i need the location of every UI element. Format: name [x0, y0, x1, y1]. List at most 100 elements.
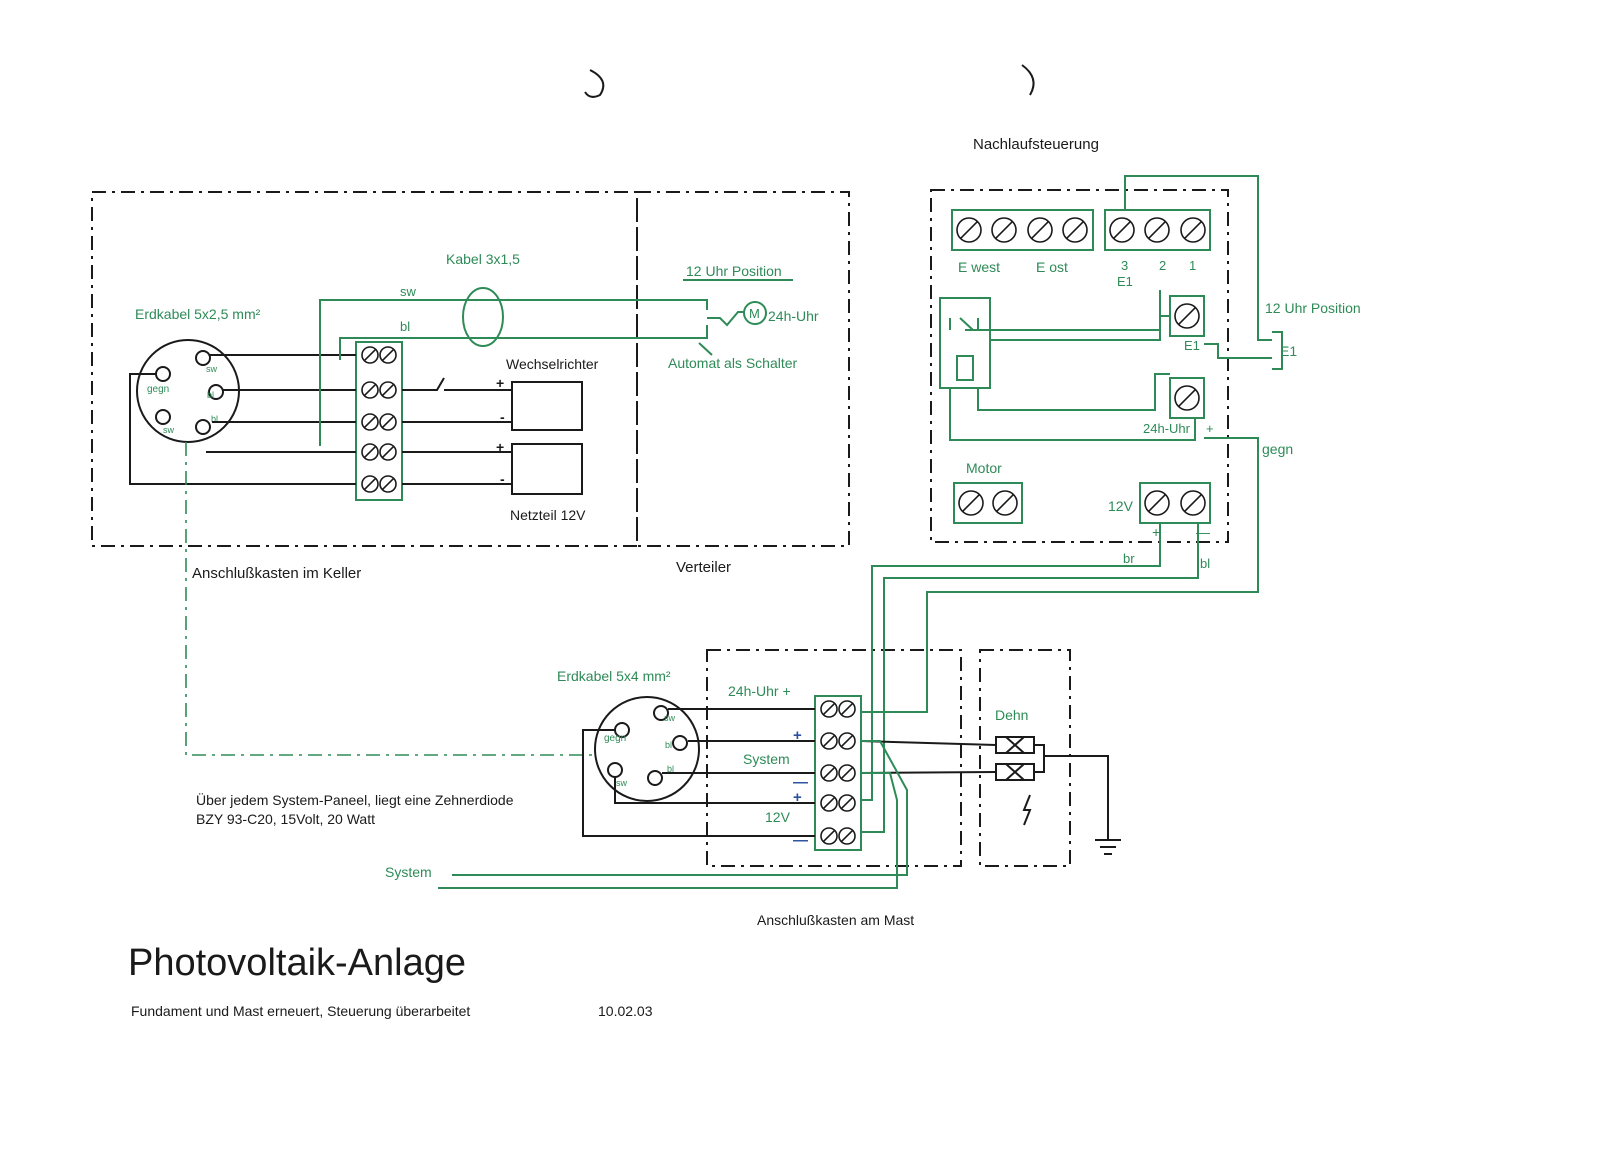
label-wechselrichter: Wechselrichter [506, 356, 599, 372]
label-e1-ext: E1 [1280, 343, 1297, 359]
svg-text:bl: bl [665, 740, 672, 750]
box-dehn [979, 649, 1071, 867]
screw-terminal [820, 732, 838, 750]
screw-terminal [838, 700, 856, 718]
screw-terminal [958, 490, 984, 516]
svg-text:bl: bl [207, 390, 214, 400]
svg-text:+: + [496, 439, 504, 455]
wire-system-1 [452, 740, 908, 876]
lightning-icon [1022, 794, 1032, 826]
screw-terminal [361, 346, 379, 364]
label-netzteil: Netzteil 12V [510, 507, 586, 523]
dehn-protector [995, 736, 1035, 781]
svg-text:+: + [793, 789, 802, 806]
screw-terminal [838, 732, 856, 750]
label-system-cable: System [385, 864, 432, 880]
screw-terminal [820, 827, 838, 845]
wire-system-2 [438, 772, 898, 889]
punch-hole-mark-left [584, 69, 605, 98]
svg-text:1: 1 [1189, 258, 1196, 273]
svg-text:+: + [1206, 421, 1214, 436]
screw-terminal [820, 700, 838, 718]
svg-text:—: — [1196, 524, 1210, 540]
label-e1-top: E1 [1117, 274, 1133, 289]
label-24h-uhr-verteiler: 24h-Uhr [768, 308, 819, 324]
label-mast: Anschlußkasten am Mast [757, 912, 914, 928]
svg-text:—: — [793, 774, 808, 791]
label-24h-uhr-nachlauf: 24h-Uhr [1143, 421, 1191, 436]
page-title: Photovoltaik-Anlage [128, 942, 466, 984]
wire-switch [402, 377, 512, 391]
label-dehn: Dehn [995, 707, 1028, 723]
wires-nachlauf [949, 290, 1196, 441]
label-kabel: Kabel 3x1,5 [446, 251, 520, 267]
box-verteiler [636, 191, 850, 547]
svg-text:bl: bl [667, 764, 674, 774]
motor-24h-uhr-symbol [743, 301, 767, 325]
screw-terminal [1062, 217, 1088, 243]
svg-text:+: + [793, 727, 802, 744]
wire-dehn-in [860, 740, 997, 774]
page-date: 10.02.03 [598, 1003, 653, 1019]
relay-coil [956, 355, 974, 381]
screw-terminal [379, 413, 397, 431]
screw-terminal [1027, 217, 1053, 243]
cable-bundle-ring [462, 287, 504, 347]
svg-text:+: + [496, 375, 504, 391]
screw-terminal [820, 764, 838, 782]
screw-terminal [838, 764, 856, 782]
label-12v-nachlauf: 12V [1108, 498, 1134, 514]
screw-terminal [1180, 217, 1206, 243]
page-subtitle: Fundament und Mast erneuert, Steuerung ü… [131, 1003, 470, 1019]
svg-text:+: + [1152, 524, 1160, 540]
label-12v-mast: 12V [765, 809, 791, 825]
label-erdkabel-keller: Erdkabel 5x2,5 mm² [135, 306, 261, 322]
svg-text:sw: sw [664, 713, 676, 723]
label-24h-uhr-mast: 24h-Uhr + [728, 683, 791, 699]
label-bl-wire: bl [400, 319, 410, 334]
box-keller [91, 191, 638, 547]
wire-bl-mast [862, 523, 1199, 833]
svg-text:-: - [500, 409, 505, 425]
wire-br-mast [862, 523, 1161, 801]
label-e1-mid: E1 [1184, 338, 1200, 353]
wire-mast-gegn [582, 729, 815, 837]
note-zehnerdiode-2: BZY 93-C20, 15Volt, 20 Watt [196, 811, 375, 827]
svg-text:sw: sw [163, 425, 175, 435]
relay-box [939, 297, 991, 389]
label-e-ost: E ost [1036, 259, 1068, 275]
screw-terminal [820, 794, 838, 812]
screw-terminal [361, 381, 379, 399]
screw-terminal [992, 490, 1018, 516]
label-gegn: gegn [1262, 441, 1293, 457]
screw-terminal [361, 475, 379, 493]
earth-symbol [1095, 839, 1121, 855]
svg-text:gegn: gegn [147, 384, 169, 395]
wire-dehn-earth [1034, 744, 1109, 840]
screw-terminal [361, 443, 379, 461]
screw-terminal [1144, 217, 1170, 243]
svg-text:bl: bl [211, 414, 218, 424]
screw-terminal [379, 443, 397, 461]
screw-terminal [1109, 217, 1135, 243]
label-motor: Motor [966, 460, 1002, 476]
label-br: br [1123, 551, 1135, 566]
screw-terminal [838, 794, 856, 812]
link-erdkabel [185, 442, 598, 756]
svg-text:—: — [793, 832, 808, 849]
label-system-mast: System [743, 751, 790, 767]
wire-sw-green [319, 299, 700, 446]
svg-text:2: 2 [1159, 258, 1166, 273]
wire-gegn-mast [862, 437, 1259, 713]
label-keller: Anschlußkasten im Keller [192, 565, 361, 582]
box-mast [706, 649, 962, 867]
wire-mast-sw2 [614, 777, 815, 804]
screw-terminal [1180, 490, 1206, 516]
note-zehnerdiode-1: Über jedem System-Paneel, liegt eine Zeh… [196, 791, 514, 808]
screw-terminal [991, 217, 1017, 243]
label-sw-wire: sw [400, 284, 417, 299]
label-e-west: E west [958, 259, 1000, 275]
wechselrichter-box [511, 381, 583, 431]
netzteil-box [511, 443, 583, 495]
